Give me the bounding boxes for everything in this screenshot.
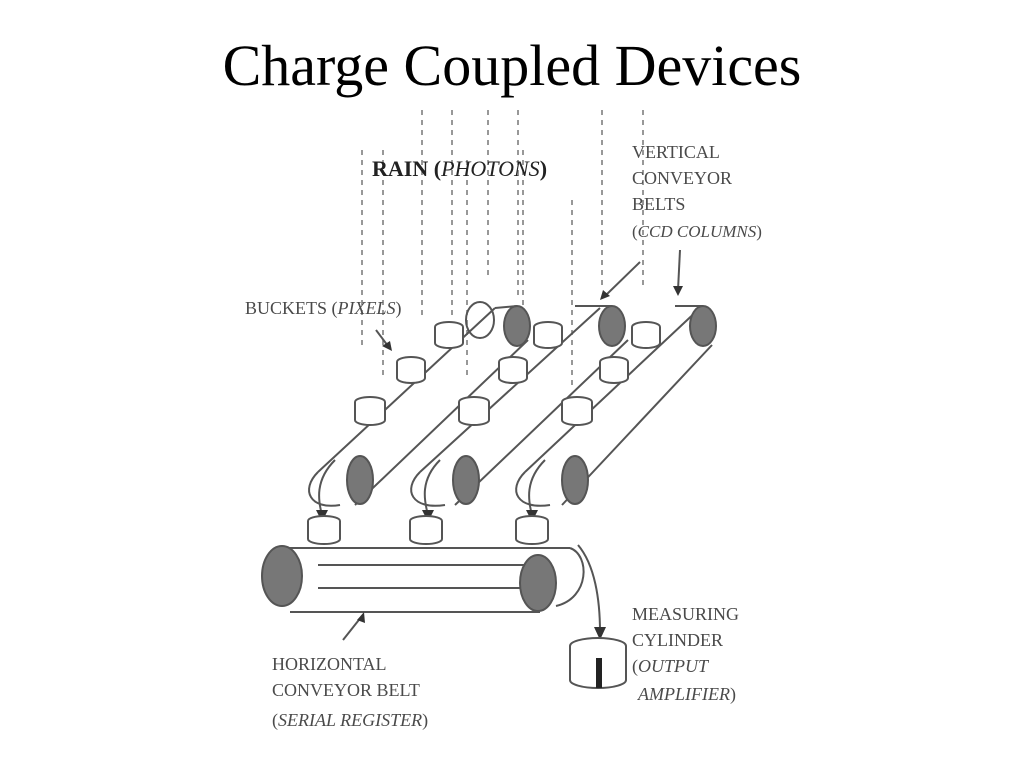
vertical-belts-label: VERTICAL CONVEYOR BELTS (CCD COLUMNS) [632,142,762,241]
horizontal-conveyor-belt [261,545,585,613]
svg-text:CONVEYOR BELT: CONVEYOR BELT [272,680,420,700]
measuring-cylinder-label: MEASURING CYLINDER (OUTPUT AMPLIFIER) [632,604,739,705]
slide-title: Charge Coupled Devices [222,33,802,98]
label-pointers [342,249,683,641]
svg-text:(CCD COLUMNS): (CCD COLUMNS) [632,222,762,241]
vertical-conveyor-belt-2 [410,305,629,507]
rain-label: RAIN (PHOTONS) [372,156,547,181]
bucket-icon [515,515,549,545]
svg-text:HORIZONTAL: HORIZONTAL [272,654,387,674]
photon-rain-lines [361,110,644,390]
pixel-buckets [354,321,661,426]
measuring-cylinder-icon [569,637,627,689]
ccd-bucket-analogy-diagram: RAIN (PHOTONS) VERTICAL CONVEYOR BELTS (… [245,110,762,731]
bucket-icon [631,321,661,349]
bucket-icon [533,321,563,349]
svg-text:AMPLIFIER): AMPLIFIER) [637,684,736,705]
vertical-conveyor-belt-3 [515,305,717,507]
bucket-icon [409,515,443,545]
svg-text:(OUTPUT: (OUTPUT [632,656,710,677]
svg-text:MEASURING: MEASURING [632,604,739,624]
bucket-icon [354,396,386,426]
svg-text:BELTS: BELTS [632,194,685,214]
vertical-conveyor-belt-1 [308,301,531,507]
bucket-icon [434,321,464,349]
bucket-icon [599,356,629,384]
svg-text:CYLINDER: CYLINDER [632,630,723,650]
svg-text:CONVEYOR: CONVEYOR [632,168,732,188]
bucket-icon [307,515,341,545]
horizontal-belt-label: HORIZONTAL CONVEYOR BELT (SERIAL REGISTE… [272,654,428,731]
bucket-icon [561,396,593,426]
output-arrow [577,544,606,640]
bucket-icon [498,356,528,384]
buckets-label: BUCKETS (PIXELS) [245,298,402,319]
svg-text:(SERIAL REGISTER): (SERIAL REGISTER) [272,710,428,731]
bucket-icon [396,356,426,384]
serial-register-buckets [307,515,549,545]
svg-text:VERTICAL: VERTICAL [632,142,720,162]
bucket-icon [458,396,490,426]
